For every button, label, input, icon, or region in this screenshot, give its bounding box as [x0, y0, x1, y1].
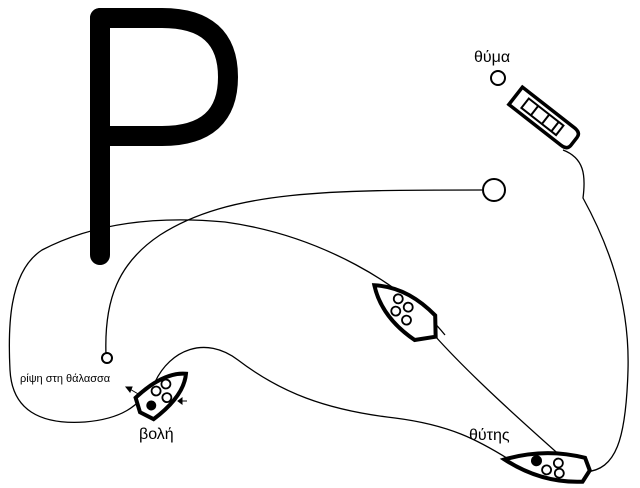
shot-boat-seat: [150, 385, 162, 397]
shot-boat-seat: [161, 392, 173, 403]
middle-boat-seat: [392, 293, 404, 305]
shot-boat-seat: [160, 378, 172, 390]
perpetrator-label: θύτης: [469, 427, 510, 444]
perpetrator-boat-seat: [552, 457, 564, 469]
middle-boat: [371, 283, 438, 343]
victim-vessel: [506, 84, 581, 150]
ejection-arrow-head: [177, 397, 183, 405]
middle-boat-seat: [390, 305, 402, 317]
shot-label: βολή: [139, 426, 174, 443]
perpetrator-boat-shooter: [530, 455, 542, 467]
victim-position-circle: [490, 70, 506, 86]
route-to-throw-point: [105, 189, 483, 356]
middle-boat-hull: [371, 283, 438, 343]
route-mid-connector: [154, 346, 511, 461]
route-to-perpetrator: [434, 335, 573, 467]
middle-boat-seat: [402, 301, 414, 313]
waypoint-circle: [482, 178, 506, 202]
shot-boat-hull: [133, 371, 189, 422]
throw-arrow-head: [124, 386, 133, 393]
middle-boat-seat: [401, 314, 412, 326]
route-lines: [8, 149, 629, 473]
victim-vessel-cabin: [519, 97, 565, 137]
throw-arrow: [124, 386, 141, 396]
letter-p-bowl: [90, 8, 238, 146]
shot-boat: [133, 371, 189, 422]
shot-boat-shooter: [146, 400, 157, 411]
victim-vessel-deck-lines: [530, 105, 560, 132]
victim-label: θύμα: [474, 49, 510, 66]
perpetrator-boat: [499, 451, 592, 484]
route-victim-track: [562, 149, 629, 473]
perpetrator-boat-seat: [541, 464, 552, 476]
throw-into-sea-label: ρίψη στη θάλασσα: [20, 373, 111, 385]
route-main-loop: [8, 219, 446, 424]
perpetrator-boat-seat: [553, 467, 565, 479]
throw-point-circle: [101, 352, 113, 364]
ejection-arrow: [177, 397, 187, 405]
letter-p: [90, 8, 238, 265]
